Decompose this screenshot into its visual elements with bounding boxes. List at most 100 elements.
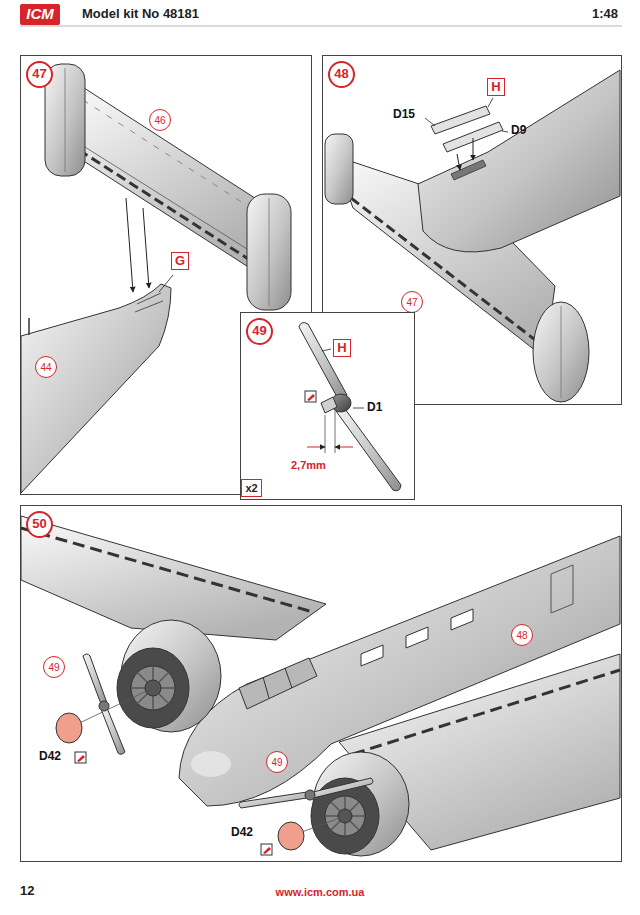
left-propeller bbox=[56, 654, 153, 754]
leader-line bbox=[322, 349, 364, 408]
dimension-line bbox=[307, 447, 325, 448]
callout-circle: 49 bbox=[266, 751, 288, 773]
part-number: D42 bbox=[39, 750, 61, 764]
leader-line bbox=[322, 349, 331, 351]
right-propeller bbox=[313, 778, 373, 798]
brand-logo: ICM bbox=[20, 4, 60, 25]
callout-circle: 44 bbox=[35, 356, 57, 378]
paint-icon bbox=[307, 394, 315, 401]
fuselage-body bbox=[418, 70, 620, 252]
part-letter-box: H bbox=[487, 78, 505, 96]
callout-number: 44 bbox=[40, 362, 51, 373]
dimension-line bbox=[335, 447, 353, 448]
assembly-arrow bbox=[457, 138, 473, 170]
right-engine bbox=[311, 752, 409, 856]
stabilizer-part bbox=[79, 150, 253, 262]
left-propeller bbox=[83, 654, 107, 704]
stabilizer-part bbox=[83, 100, 257, 212]
callout-number: 49 bbox=[48, 662, 59, 673]
paint-icon bbox=[77, 755, 85, 762]
left-propeller bbox=[56, 713, 82, 743]
left-engine bbox=[117, 620, 221, 732]
scale-text: 1:48 bbox=[592, 7, 618, 22]
step-number: 49 bbox=[246, 318, 273, 345]
leader-line bbox=[425, 98, 508, 132]
part-letter: H bbox=[491, 80, 500, 94]
web-address: www.icm.com.ua bbox=[276, 886, 365, 899]
assembly-arrow bbox=[473, 138, 474, 160]
left-propeller bbox=[101, 708, 125, 754]
step-number: 48 bbox=[328, 61, 355, 88]
dimension-text: 2,7mm bbox=[291, 459, 326, 472]
right-propeller bbox=[305, 790, 315, 800]
paint-icon bbox=[261, 844, 272, 855]
fuselage-tail bbox=[28, 318, 30, 335]
paint-icon bbox=[75, 752, 86, 763]
fuselage bbox=[239, 658, 317, 709]
fuselage-tail bbox=[135, 293, 163, 312]
stabilizer-assembly bbox=[533, 302, 589, 402]
left-wing bbox=[21, 528, 313, 612]
stabilizer-part bbox=[269, 198, 270, 306]
step-panel: 50484949D42D42 bbox=[20, 505, 622, 862]
fuselage-tail bbox=[21, 284, 171, 493]
leader-line bbox=[502, 131, 508, 132]
right-propeller bbox=[278, 822, 304, 850]
part-letter-box: H bbox=[333, 339, 351, 357]
callout-circle: 49 bbox=[43, 656, 65, 678]
stabilizer-part bbox=[247, 194, 291, 310]
fuselage-tail bbox=[21, 284, 171, 493]
propeller-part bbox=[321, 397, 337, 413]
callout-number: 49 bbox=[271, 757, 282, 768]
part-letter: H bbox=[337, 341, 346, 355]
leader-line bbox=[488, 98, 493, 107]
part-number: D42 bbox=[231, 826, 253, 840]
brand-name: ICM bbox=[26, 6, 54, 23]
stabilizer-part bbox=[76, 86, 261, 270]
propeller-part bbox=[336, 409, 401, 491]
dimension-line bbox=[307, 411, 353, 453]
step-number: 50 bbox=[26, 511, 53, 538]
step-number: 47 bbox=[26, 61, 53, 88]
header-rule bbox=[20, 26, 622, 27]
callout-number: 48 bbox=[516, 630, 527, 641]
left-propeller bbox=[99, 701, 109, 711]
stabilizer-part bbox=[77, 142, 255, 254]
kit-number: Model kit No 48181 bbox=[82, 7, 199, 22]
assembly-arrow bbox=[457, 154, 460, 170]
leader-line bbox=[353, 408, 364, 409]
aircraft-drawing bbox=[21, 506, 620, 860]
stabilizer-assembly bbox=[325, 134, 353, 204]
fuselage-body bbox=[451, 160, 486, 180]
callout-circle: 48 bbox=[511, 624, 533, 646]
quantity-box: x2 bbox=[241, 479, 262, 497]
callout-number: 47 bbox=[406, 297, 417, 308]
part-number: D15 bbox=[393, 108, 415, 122]
fuselage bbox=[179, 536, 620, 806]
assembly-arrow bbox=[126, 198, 149, 292]
paint-icon bbox=[305, 391, 316, 402]
callout-number: 46 bbox=[154, 115, 165, 126]
stabilizer-part bbox=[65, 68, 66, 172]
callout-circle: 47 bbox=[401, 291, 423, 313]
assembly-arrow bbox=[143, 208, 149, 288]
right-propeller bbox=[239, 778, 373, 850]
paint-icon bbox=[75, 752, 86, 763]
part-letter-box: G bbox=[171, 252, 189, 270]
part-number: D1 bbox=[367, 401, 382, 415]
right-propeller bbox=[239, 792, 307, 808]
fuselage bbox=[191, 751, 231, 777]
step-panel: 49Hx2 D1 2,7mm bbox=[240, 312, 415, 500]
propeller-part bbox=[299, 323, 347, 397]
fuselage bbox=[263, 668, 292, 698]
leader-line bbox=[159, 275, 173, 292]
assembly-arrow bbox=[126, 198, 133, 292]
stabilizer-part bbox=[45, 64, 291, 310]
fuselage bbox=[361, 609, 473, 666]
paint-icon bbox=[263, 847, 271, 854]
paint-icon bbox=[261, 844, 272, 855]
quantity-mark: x2 bbox=[245, 482, 257, 494]
fuselage-body bbox=[418, 70, 620, 252]
page-number: 12 bbox=[20, 884, 34, 899]
